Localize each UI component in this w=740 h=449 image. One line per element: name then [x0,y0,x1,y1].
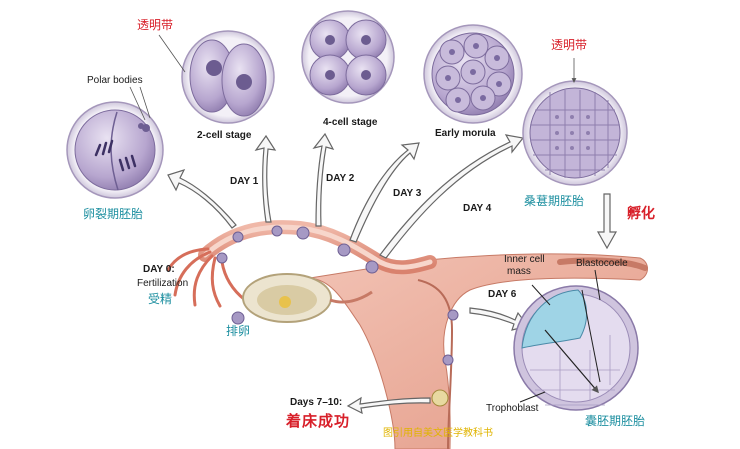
blastocyst-embryo-label: 囊胚期胚胎 [585,414,646,428]
inner-cell-mass-label-2: mass [507,266,531,277]
day6-label: DAY 6 [488,289,517,300]
early-morula-label: Early morula [435,128,496,139]
fertilization-label: Fertilization [137,278,189,289]
morula-embryo [522,80,628,186]
ovulation-label: 排卵 [226,324,251,338]
four-cell-label: 4-cell stage [323,117,378,128]
inner-cell-mass-label-1: Inner cell [504,254,545,265]
early-morula-embryo [423,24,523,124]
two-cell-label: 2-cell stage [197,130,252,141]
stage-arrows [167,132,618,415]
blastocyst-embryo [513,269,639,411]
four-cell-embryo [301,10,395,104]
morula-embryo-label: 桑葚期胚胎 [524,194,585,208]
polar-bodies-label: Polar bodies [87,75,143,86]
cleavage-embryo-label: 卵裂期胚胎 [83,207,144,221]
zygote-cell [66,101,164,199]
fertilization-cn-label: 受精 [148,292,173,306]
zona-pellucida-label-left: 透明带 [137,18,174,32]
pointer-lines [129,34,577,121]
implantation-label: 着床成功 [286,413,351,430]
day3-label: DAY 3 [393,188,422,199]
source-caption: 图引用自美文医学教科书 [383,428,493,439]
trophoblast-label: Trophoblast [486,403,539,414]
days-7-10-label: Days 7–10: [290,397,343,408]
two-cell-embryo [181,30,275,124]
day4-label: DAY 4 [463,203,492,214]
day2-label: DAY 2 [326,173,355,184]
hatching-label: 孵化 [627,205,655,221]
zona-pellucida-label-right: 透明带 [551,38,588,52]
day1-label: DAY 1 [230,176,259,187]
day0-label: DAY 0: [143,264,175,275]
blastocoele-label: Blastocoele [576,258,628,269]
embryo-path-dots [216,225,459,407]
